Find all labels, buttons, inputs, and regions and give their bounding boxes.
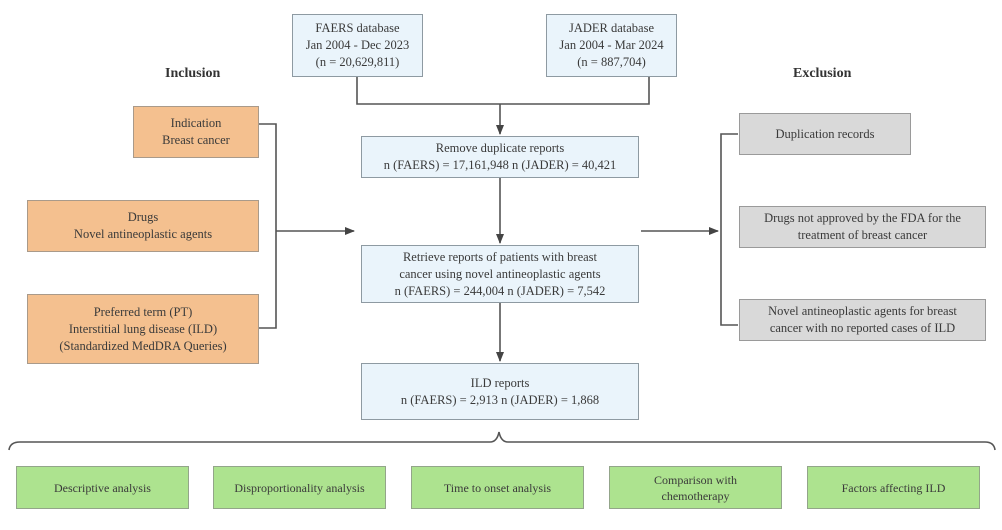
exclusion-duplication-box: Duplication records [739, 113, 911, 155]
exclusion-fda-box: Drugs not approved by the FDA for the tr… [739, 206, 986, 248]
inclusion-drugs-box: Drugs Novel antineoplastic agents [27, 200, 259, 252]
jader-count: (n = 887,704) [577, 55, 646, 69]
analysis-time-to-onset-box: Time to onset analysis [411, 466, 584, 509]
exclusion-heading: Exclusion [793, 66, 852, 81]
exclusion-no-ild-box: Novel antineoplastic agents for breast c… [739, 299, 986, 341]
analysis-chemotherapy-comparison-box: Comparison with chemotherapy [609, 466, 782, 509]
exclusion-text-cont: treatment of breast cancer [797, 228, 928, 242]
step-title: Remove duplicate reports [435, 141, 565, 155]
faers-database-box: FAERS database Jan 2004 - Dec 2023 (n = … [292, 14, 423, 77]
inclusion-pt-box: Preferred term (PT) Interstitial lung di… [27, 294, 259, 364]
inclusion-bracket [259, 123, 277, 329]
analysis-label: Comparison with [654, 472, 737, 487]
faers-title: FAERS database [315, 21, 400, 35]
analysis-disproportionality-box: Disproportionality analysis [213, 466, 386, 509]
ild-reports-box: ILD reports n (FAERS) = 2,913 n (JADER) … [361, 363, 639, 420]
exclusion-bracket [720, 133, 738, 326]
faers-connector [356, 77, 650, 105]
inclusion-indication-box: Indication Breast cancer [133, 106, 259, 158]
faers-count: (n = 20,629,811) [315, 55, 400, 69]
inclusion-label: Drugs [127, 210, 159, 224]
jader-database-box: JADER database Jan 2004 - Mar 2024 (n = … [546, 14, 677, 77]
exclusion-text: Drugs not approved by the FDA for the [764, 211, 961, 225]
inclusion-label: Preferred term (PT) [93, 304, 193, 319]
analysis-descriptive-box: Descriptive analysis [16, 466, 189, 509]
inclusion-value: Novel antineoplastic agents [73, 227, 213, 241]
inclusion-value: Breast cancer [162, 133, 230, 147]
step-title: Retrieve reports of patients with breast [402, 249, 598, 264]
exclusion-text-cont: cancer with no reported cases of ILD [769, 321, 956, 335]
inclusion-note: (Standardized MedDRA Queries) [59, 338, 227, 353]
analysis-brace [8, 431, 996, 451]
analysis-label: Time to onset analysis [443, 480, 552, 495]
step-counts: n (FAERS) = 2,913 n (JADER) = 1,868 [400, 392, 600, 407]
step-counts: n (FAERS) = 17,161,948 n (JADER) = 40,42… [383, 158, 617, 172]
inclusion-label: Indication [170, 116, 222, 130]
jader-title: JADER database [568, 21, 655, 35]
inclusion-value: Interstitial lung disease (ILD) [68, 321, 218, 336]
step-title-cont: cancer using novel antineoplastic agents [399, 266, 601, 281]
step-title: ILD reports [470, 375, 530, 390]
analysis-label: Descriptive analysis [54, 480, 151, 495]
faers-period: Jan 2004 - Dec 2023 [305, 38, 410, 52]
remove-duplicates-box: Remove duplicate reports n (FAERS) = 17,… [361, 136, 639, 178]
analysis-label: Disproportionality analysis [234, 480, 365, 495]
exclusion-text: Novel antineoplastic agents for breast [768, 304, 957, 318]
exclusion-text: Duplication records [775, 126, 875, 141]
inclusion-heading: Inclusion [165, 66, 221, 81]
jader-period: Jan 2004 - Mar 2024 [559, 38, 664, 52]
step-counts: n (FAERS) = 244,004 n (JADER) = 7,542 [394, 283, 606, 298]
analysis-factors-box: Factors affecting ILD [807, 466, 980, 509]
analysis-label-cont: chemotherapy [661, 488, 730, 503]
retrieve-reports-box: Retrieve reports of patients with breast… [361, 245, 639, 303]
analysis-label: Factors affecting ILD [841, 480, 946, 495]
